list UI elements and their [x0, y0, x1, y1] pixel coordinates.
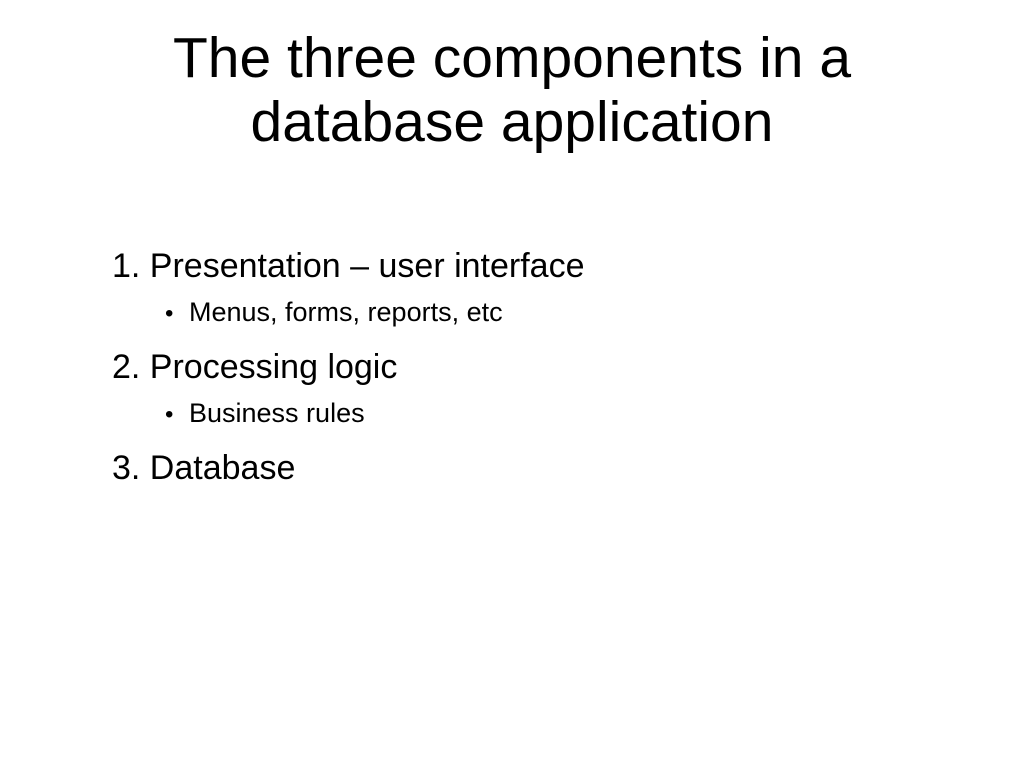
subitem-label: Menus, forms, reports, etc: [189, 297, 503, 327]
title-line-2: database application: [250, 90, 774, 154]
list-item-presentation: 1. Presentation – user interface: [112, 247, 585, 285]
subitem-processing-logic: • Business rules: [165, 396, 932, 432]
bullet-icon: •: [165, 300, 174, 327]
title-line-1: The three components in a: [172, 26, 852, 90]
slide-content: 1. Presentation – user interface • Menus…: [112, 245, 932, 489]
bullet-icon: •: [165, 401, 174, 428]
list-item-database: 3. Database: [112, 449, 296, 487]
list-item-processing-logic: 2. Processing logic: [112, 348, 398, 386]
slide-title: The three components in a database appli…: [60, 26, 964, 154]
subitem-presentation: • Menus, forms, reports, etc: [165, 295, 932, 331]
subitem-label: Business rules: [189, 398, 365, 428]
